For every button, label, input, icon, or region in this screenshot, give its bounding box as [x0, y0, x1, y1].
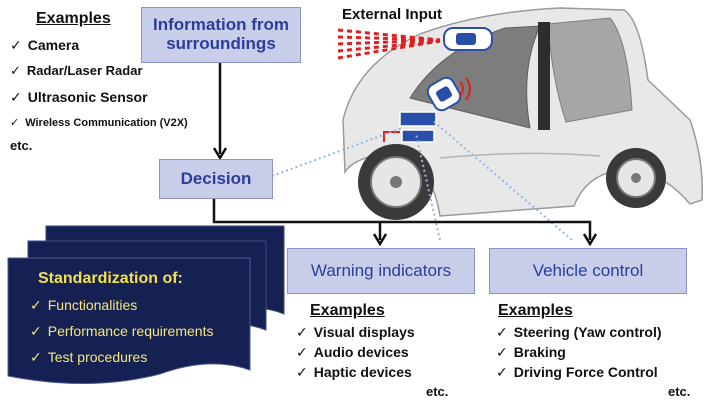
info-surroundings-box: Information from surroundings: [141, 7, 301, 63]
car-illustration: [342, 7, 703, 220]
left-examples-heading: Examples: [36, 10, 111, 27]
standardization-item: Test procedures: [30, 344, 213, 370]
dashboard-devices: [383, 111, 437, 143]
left-examples-list: Camera Radar/Laser Radar Ultrasonic Sens…: [10, 32, 188, 136]
vehicle-example-item: Driving Force Control: [496, 362, 662, 382]
standardization-text: Standardization of: Functionalities Perf…: [30, 270, 213, 370]
warning-examples-etc: etc.: [426, 384, 449, 399]
car-door-line: [439, 152, 601, 159]
vehicle-example-item: Steering (Yaw control): [496, 322, 662, 342]
left-example-item: Wireless Communication (V2X): [10, 110, 188, 136]
dotted-links: [271, 119, 573, 241]
standardization-item: Performance requirements: [30, 318, 214, 344]
vehicle-examples-etc: etc.: [668, 384, 691, 399]
external-input-label: External Input: [342, 6, 443, 23]
left-example-item: Ultrasonic Sensor: [10, 84, 188, 110]
warning-examples-heading: Examples: [310, 302, 385, 319]
flow-arrows: [212, 62, 598, 247]
vehicle-examples-list: Steering (Yaw control) Braking Driving F…: [496, 322, 662, 382]
left-examples: Examples Camera Radar/Laser Radar Ultras…: [10, 10, 188, 153]
warning-example-item: Audio devices: [296, 342, 415, 362]
vehicle-examples-heading: Examples: [498, 302, 573, 319]
warning-examples-list: Visual displays Audio devices Haptic dev…: [296, 322, 415, 382]
car-rear-window: [547, 17, 633, 123]
standardization-list: Functionalities Performance requirements…: [30, 292, 214, 370]
warning-example-item: Haptic devices: [296, 362, 415, 382]
left-example-item: Radar/Laser Radar: [10, 58, 188, 84]
vehicle-examples: Examples Steering (Yaw control) Braking …: [496, 302, 662, 382]
warning-examples: Examples Visual displays Audio devices H…: [296, 302, 415, 382]
left-examples-etc: etc.: [10, 138, 33, 153]
standardization-title: Standardization of:: [38, 270, 183, 287]
roof-sensor: [443, 27, 493, 51]
warning-example-item: Visual displays: [296, 322, 415, 342]
standardization-item: Functionalities: [30, 292, 213, 318]
left-example-item: Camera: [10, 32, 188, 58]
decision-box: Decision: [159, 159, 273, 199]
warning-indicators-box: Warning indicators: [287, 248, 475, 294]
external-input-rays: [337, 28, 441, 60]
side-sensor: [426, 76, 471, 112]
vehicle-example-item: Braking: [496, 342, 662, 362]
vehicle-control-box: Vehicle control: [489, 248, 687, 294]
car-pillar: [538, 22, 550, 130]
